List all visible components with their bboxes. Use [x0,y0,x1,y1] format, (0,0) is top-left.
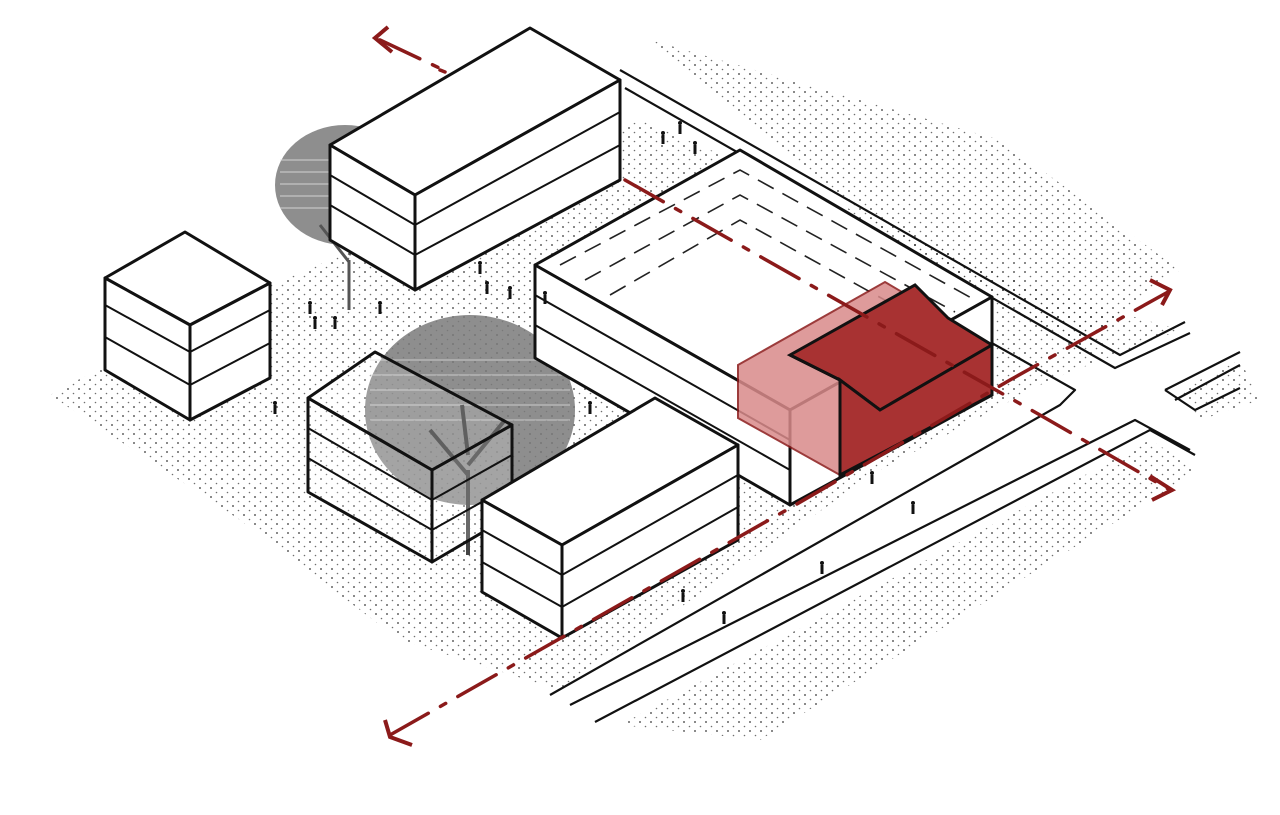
person-icon [333,316,337,329]
axis-main [623,178,1177,502]
person-icon [508,286,512,299]
person-icon [313,316,317,329]
person-icon [678,121,682,134]
highlighted-building [737,280,995,478]
person-icon [870,471,874,484]
axis-cross [383,278,1173,747]
person-icon [820,561,824,574]
person-icon [485,281,489,294]
building-top [328,26,622,292]
person-icon [661,131,665,144]
person-icon [378,301,382,314]
person-icon [693,141,697,154]
person-icon [478,261,482,274]
person-icon [722,611,726,624]
people-group [273,121,915,624]
person-icon [681,589,685,602]
axis-diagonal-north [371,25,452,75]
person-icon [308,301,312,314]
person-icon [911,501,915,514]
building-front [480,396,740,640]
road-network [549,69,1241,723]
person-icon [273,401,277,414]
person-icon [543,291,547,304]
person-icon [588,401,592,414]
building-left [103,230,272,422]
building-middle-left [306,350,514,564]
